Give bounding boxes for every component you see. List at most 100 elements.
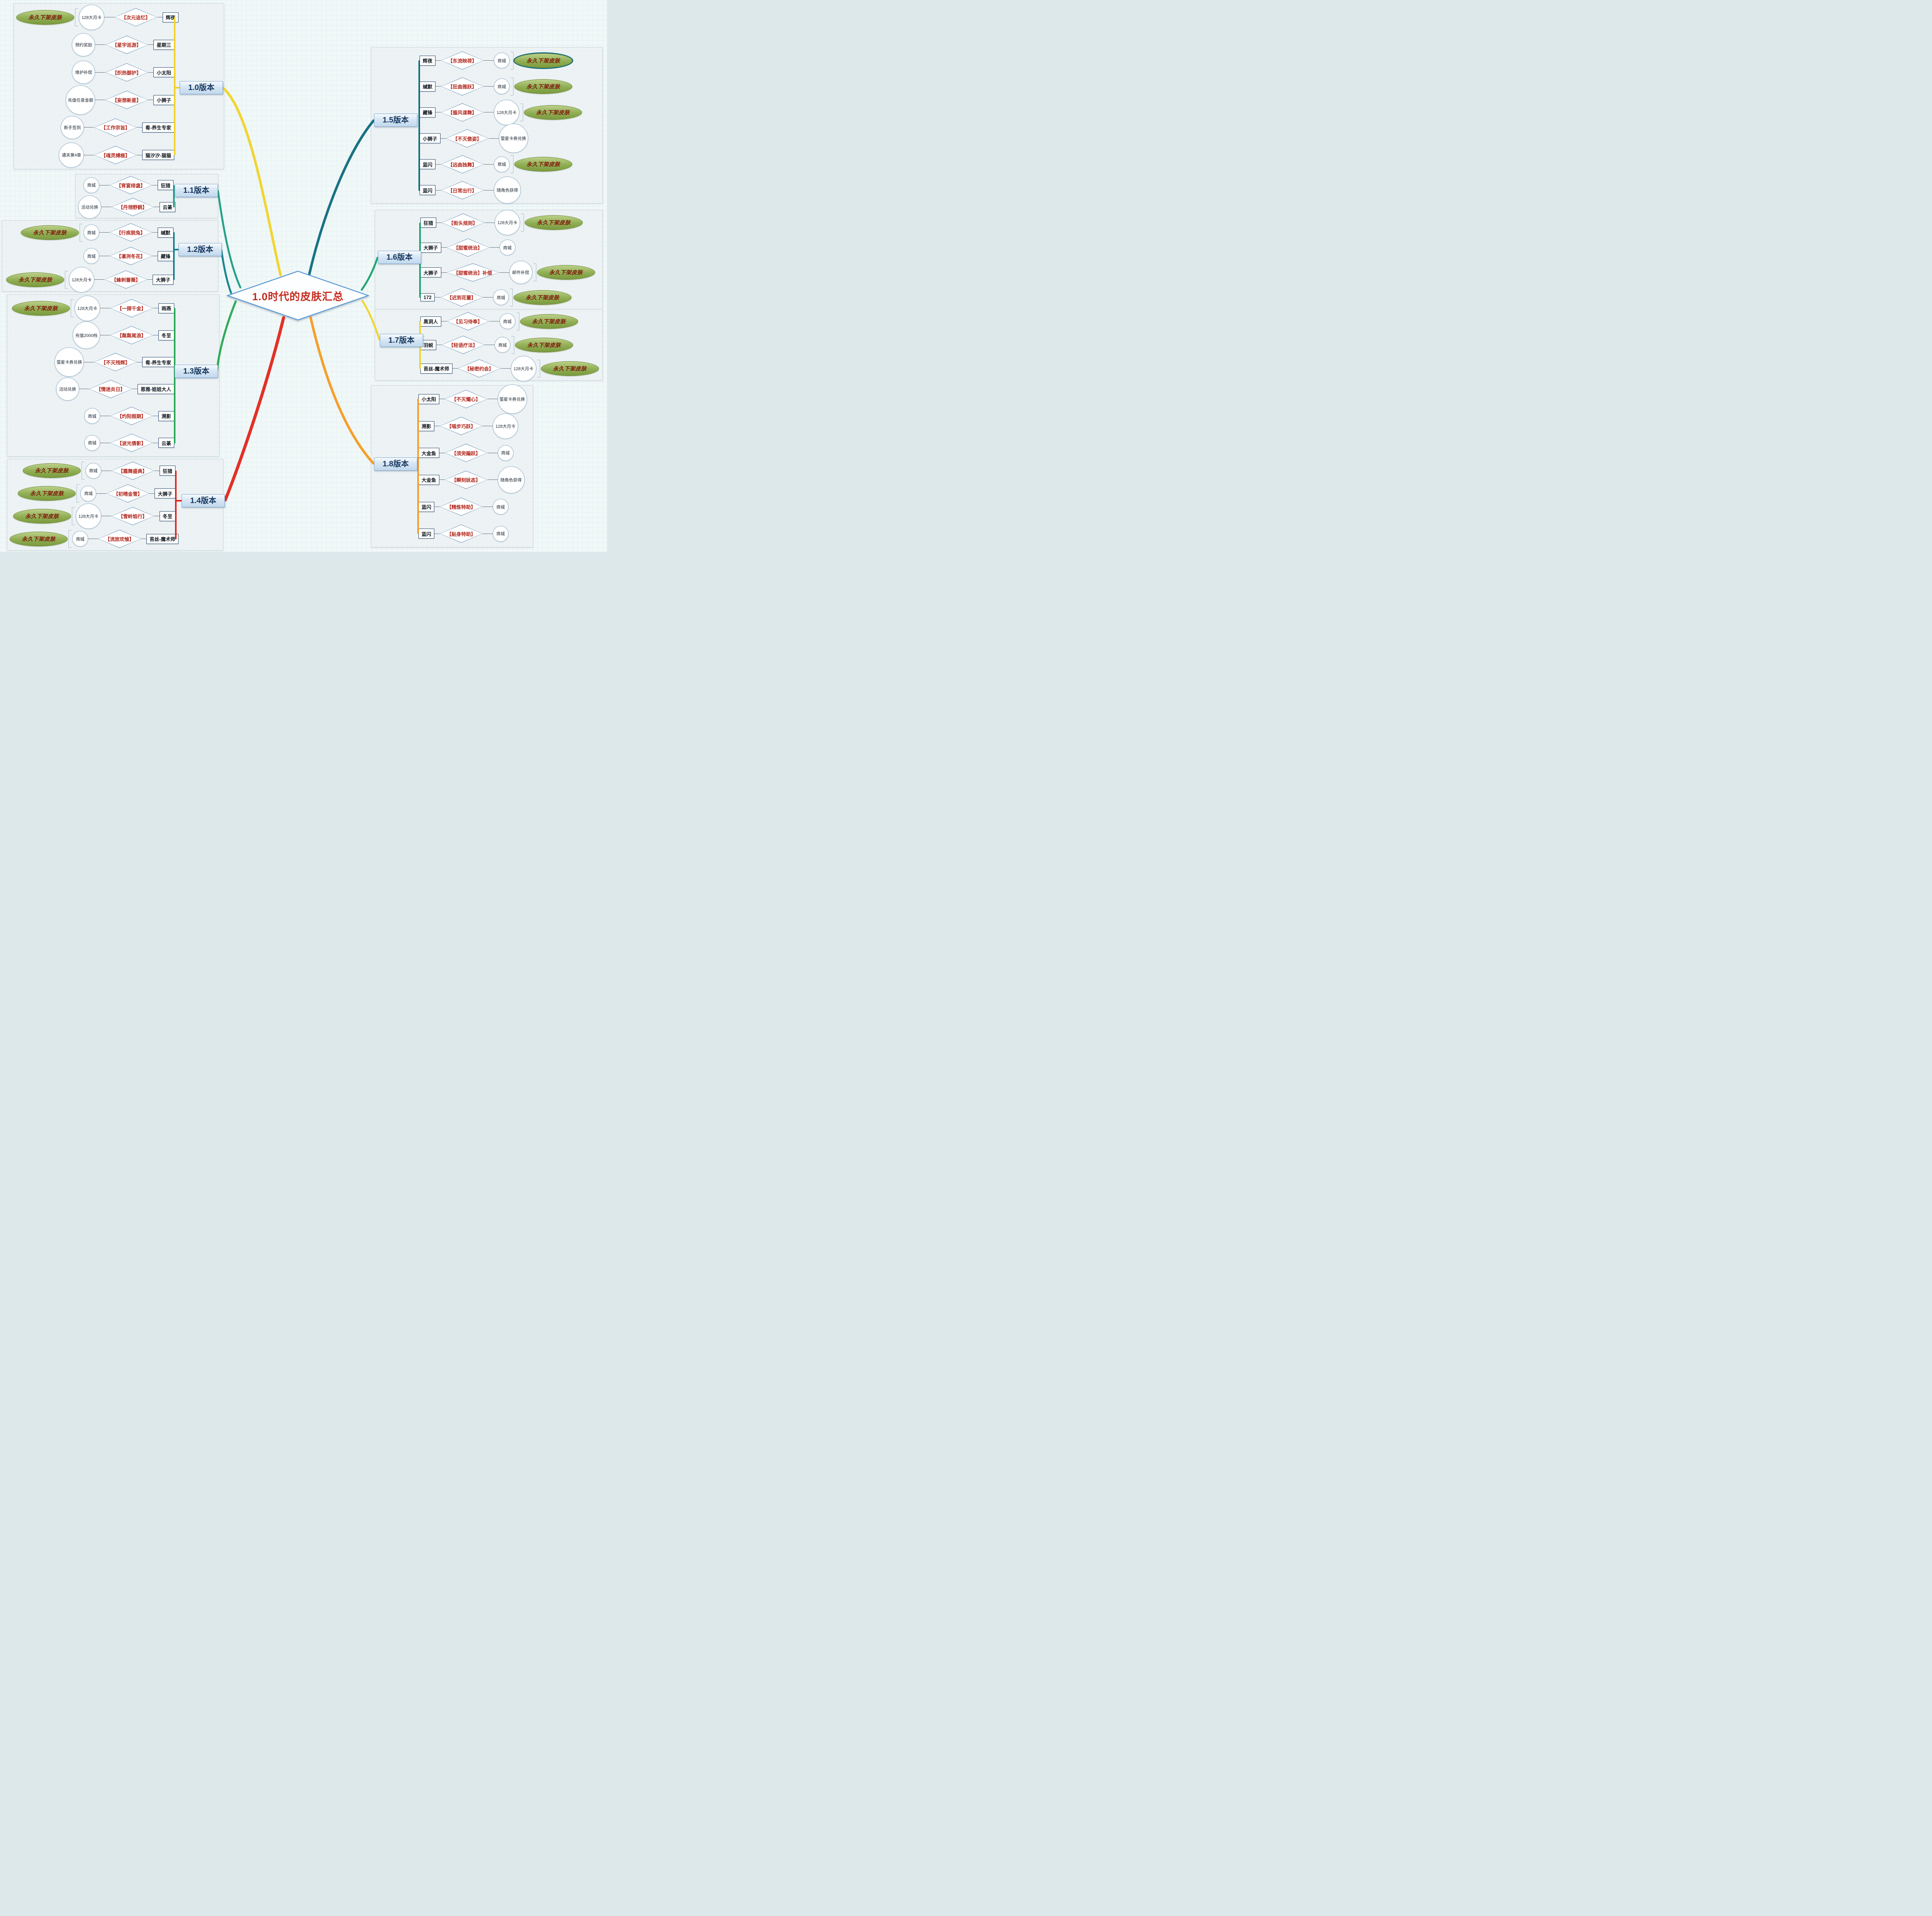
owner-node[interactable]: 蓝闪 bbox=[420, 159, 436, 170]
skin-node[interactable]: 【精炼特助】 bbox=[440, 498, 483, 516]
retired-skin-badge[interactable]: 永久下架皮肤 bbox=[6, 272, 65, 287]
owner-node[interactable]: 冬至 bbox=[158, 330, 174, 340]
owner-node[interactable]: 小狮子 bbox=[420, 133, 440, 144]
retired-skin-badge[interactable]: 永久下架皮肤 bbox=[520, 314, 578, 329]
owner-node[interactable]: 大狮子 bbox=[420, 242, 441, 253]
retired-skin-badge[interactable]: 永久下架皮肤 bbox=[524, 105, 582, 120]
acquisition-node[interactable]: 商城 bbox=[84, 435, 100, 451]
retired-skin-badge[interactable]: 永久下架皮肤 bbox=[10, 531, 68, 546]
central-topic[interactable]: 1.0时代的皮肤汇总 bbox=[226, 270, 370, 321]
skin-node[interactable]: 【甜蜜统治】 bbox=[447, 238, 490, 257]
acquisition-node[interactable]: 商城 bbox=[499, 313, 515, 329]
version-label-1-8[interactable]: 1.8版本 bbox=[374, 457, 417, 471]
owner-node[interactable]: 大狮子 bbox=[155, 488, 175, 499]
acquisition-node[interactable]: 商城 bbox=[493, 499, 509, 515]
owner-node[interactable]: 黑洞人 bbox=[420, 316, 441, 326]
version-label-1-4[interactable]: 1.4版本 bbox=[182, 494, 225, 507]
skin-node[interactable]: 【蜂刺蔷薇】 bbox=[104, 270, 147, 289]
acquisition-node[interactable]: 邮件补偿 bbox=[509, 261, 532, 284]
acquisition-node[interactable]: 128大月卡 bbox=[495, 210, 520, 236]
acquisition-node[interactable]: 商城 bbox=[80, 485, 97, 502]
skin-node[interactable]: 【流放欢愉】 bbox=[98, 530, 141, 548]
acquisition-node[interactable]: 萤星卡券兑换 bbox=[497, 384, 527, 414]
retired-skin-badge[interactable]: 永久下架皮肤 bbox=[515, 337, 573, 352]
owner-node[interactable]: 溯影 bbox=[418, 421, 435, 431]
owner-node[interactable]: 恩雅-姐姐大人 bbox=[137, 384, 174, 394]
acquisition-node[interactable]: 128大月卡 bbox=[510, 355, 536, 381]
skin-node[interactable]: 【甜蜜统治】补偿 bbox=[447, 263, 499, 282]
retired-skin-badge[interactable]: 永久下架皮肤 bbox=[18, 486, 76, 501]
skin-node[interactable]: 【迟到花蕾】 bbox=[440, 288, 483, 307]
skin-node[interactable]: 【须臾蹁跃】 bbox=[445, 444, 488, 462]
version-label-1-2[interactable]: 1.2版本 bbox=[179, 243, 222, 256]
skin-node[interactable]: 【行疾脱兔】 bbox=[109, 223, 152, 242]
owner-node[interactable]: 大金鱼 bbox=[418, 448, 439, 458]
owner-node[interactable]: 雨燕 bbox=[158, 303, 174, 313]
acquisition-node[interactable]: 商城 bbox=[85, 462, 101, 479]
skin-node[interactable]: 【妄想新星】 bbox=[105, 91, 148, 109]
skin-node[interactable]: 【秘密约会】 bbox=[458, 359, 501, 378]
skin-node[interactable]: 【不灭残辉】 bbox=[94, 353, 137, 371]
skin-node[interactable]: 【工作宗旨】 bbox=[94, 118, 137, 137]
skin-node[interactable]: 【瞬刻妩态】 bbox=[445, 471, 488, 489]
skin-node[interactable]: 【远曲独舞】 bbox=[441, 155, 484, 173]
skin-node[interactable]: 【狂曲雅跃】 bbox=[441, 77, 484, 96]
owner-node[interactable]: 172 bbox=[420, 293, 435, 302]
acquisition-node[interactable]: 商城 bbox=[72, 531, 88, 547]
owner-node[interactable]: 狂猎 bbox=[157, 180, 173, 190]
owner-node[interactable]: 苔丝-魔术师 bbox=[420, 363, 452, 374]
acquisition-node[interactable]: 活动兑换 bbox=[78, 195, 101, 219]
skin-node[interactable]: 【东流映荷】 bbox=[441, 51, 484, 70]
acquisition-node[interactable]: 商城 bbox=[84, 408, 100, 424]
version-label-1-6[interactable]: 1.6版本 bbox=[378, 251, 421, 264]
skin-node[interactable]: 【街头规则】 bbox=[442, 213, 485, 232]
owner-node[interactable]: 狂猎 bbox=[159, 466, 175, 476]
owner-node[interactable]: 蓝闪 bbox=[420, 185, 436, 196]
owner-node[interactable]: 缄默 bbox=[157, 227, 173, 238]
acquisition-node[interactable]: 128大月卡 bbox=[74, 295, 100, 321]
owner-node[interactable]: 大金鱼 bbox=[418, 474, 439, 485]
version-label-1-1[interactable]: 1.1版本 bbox=[175, 184, 218, 197]
owner-node[interactable]: 小太阳 bbox=[418, 394, 439, 404]
owner-node[interactable]: 蓝闪 bbox=[418, 529, 435, 539]
acquisition-node[interactable]: 128大月卡 bbox=[493, 413, 519, 439]
acquisition-node[interactable]: 维护补偿 bbox=[72, 61, 95, 84]
skin-node[interactable]: 【凛冽冬花】 bbox=[109, 247, 152, 265]
skin-node[interactable]: 【日常出行】 bbox=[441, 181, 484, 199]
owner-node[interactable]: 蓝闪 bbox=[418, 502, 435, 512]
acquisition-node[interactable]: 128大月卡 bbox=[494, 99, 520, 125]
acquisition-node[interactable]: 萤星卡券兑换 bbox=[498, 124, 528, 153]
retired-skin-badge[interactable]: 永久下架皮肤 bbox=[537, 265, 595, 280]
version-label-1-3[interactable]: 1.3版本 bbox=[175, 365, 218, 378]
skin-node[interactable]: 【见习侍奉】 bbox=[447, 312, 490, 331]
owner-node[interactable]: 大狮子 bbox=[153, 274, 173, 285]
owner-node[interactable]: 辉夜 bbox=[420, 55, 436, 66]
acquisition-node[interactable]: 新手签到 bbox=[61, 116, 84, 139]
owner-node[interactable]: 藏锋 bbox=[420, 107, 436, 117]
owner-node[interactable]: 苔丝-魔术师 bbox=[146, 534, 179, 544]
skin-node[interactable]: 【情迷炎日】 bbox=[89, 380, 132, 398]
skin-node[interactable]: 【丹翎野鹤】 bbox=[111, 198, 154, 216]
retired-skin-badge[interactable]: 永久下架皮肤 bbox=[16, 10, 74, 25]
version-label-1-0[interactable]: 1.0版本 bbox=[180, 81, 223, 94]
version-label-1-7[interactable]: 1.7版本 bbox=[380, 334, 423, 347]
acquisition-node[interactable]: 商城 bbox=[83, 177, 99, 193]
acquisition-node[interactable]: 128大月卡 bbox=[79, 4, 104, 30]
skin-node[interactable]: 【不灭耀心】 bbox=[445, 390, 488, 408]
acquisition-node[interactable]: 充值2000档 bbox=[72, 321, 100, 349]
owner-node[interactable]: 小太阳 bbox=[153, 67, 174, 78]
skin-node[interactable]: 【贴身特助】 bbox=[440, 524, 483, 543]
acquisition-node[interactable]: 商城 bbox=[495, 337, 511, 353]
owner-node[interactable]: 大狮子 bbox=[420, 267, 441, 278]
acquisition-node[interactable]: 商城 bbox=[83, 224, 99, 240]
skin-node[interactable]: 【魂灵缚痕】 bbox=[94, 146, 137, 164]
retired-skin-badge[interactable]: 永久下架皮肤 bbox=[513, 290, 571, 305]
acquisition-node[interactable]: 商城 bbox=[494, 78, 510, 95]
skin-node[interactable]: 【粼粼尾浪】 bbox=[110, 326, 153, 345]
skin-node[interactable]: 【不灭傲姿】 bbox=[446, 129, 489, 148]
retired-skin-badge[interactable]: 永久下架皮肤 bbox=[13, 508, 71, 524]
acquisition-node[interactable]: 充值任意金额 bbox=[66, 85, 95, 115]
acquisition-node[interactable]: 活动兑换 bbox=[56, 377, 79, 401]
owner-node[interactable]: 星期三 bbox=[153, 39, 174, 50]
owner-node[interactable]: 云篆 bbox=[158, 438, 174, 448]
